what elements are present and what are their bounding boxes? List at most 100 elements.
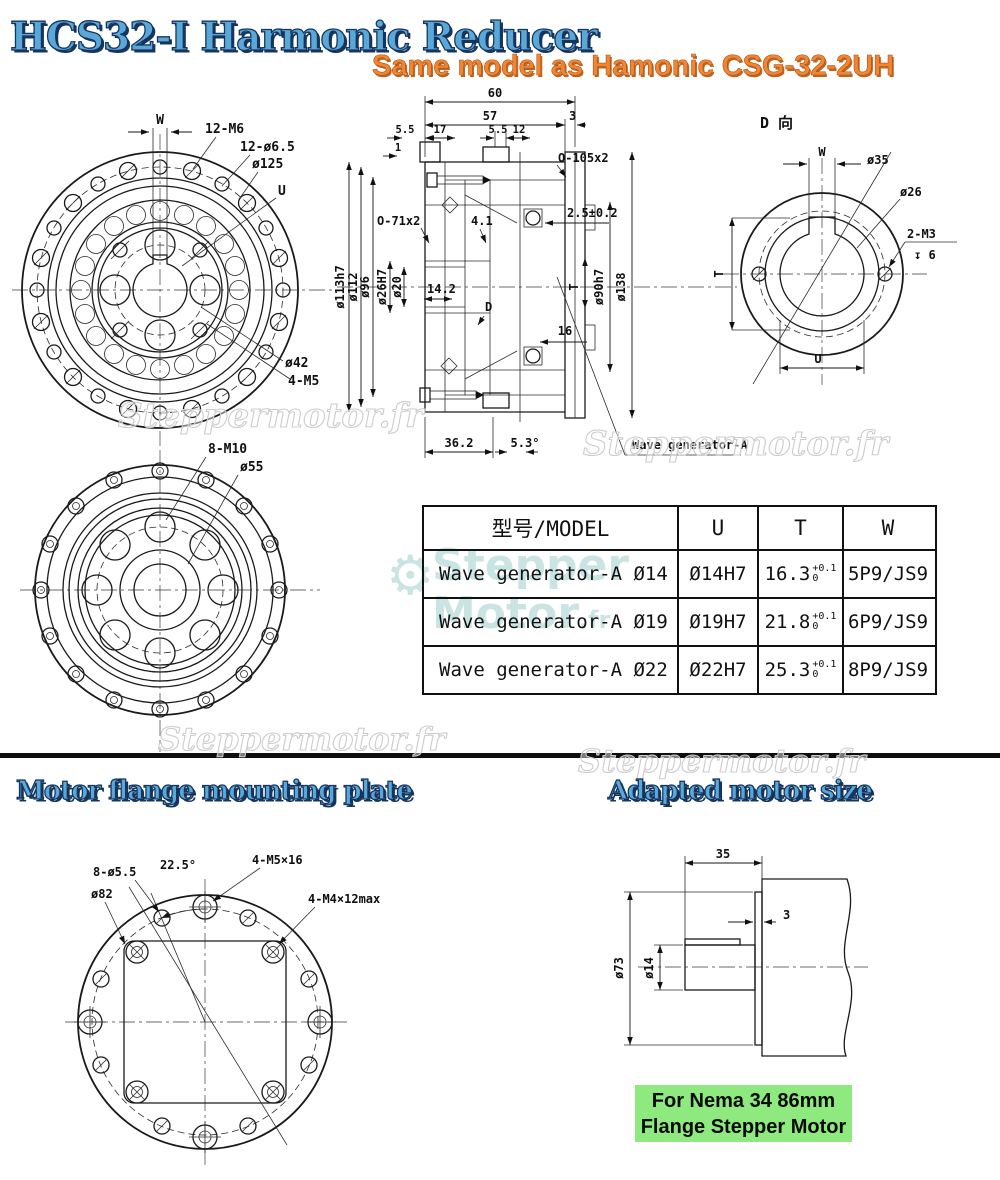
wave-generator-label: Wave generator-A (632, 438, 748, 452)
front-view-dimensions: W 12-M6 12-ø6.5 ø125 U ø42 4-M5 (128, 113, 319, 389)
note-line2: Flange Stepper Motor (640, 1115, 847, 1138)
motor-body (684, 878, 853, 1057)
dim-5.5a: 5.5 (396, 124, 415, 136)
d-view-title: D 向 (760, 114, 793, 132)
t-tolerance: +0.1 0 (812, 660, 836, 680)
dim-t-label: T (567, 283, 581, 290)
t-tol-lower: 0 (812, 621, 819, 632)
header-model: 型号/MODEL (491, 517, 610, 541)
header-t: T (757, 507, 842, 549)
dim-4m5x16-label: 4-M5×16 (252, 853, 303, 867)
dim-d125-label: ø125 (252, 157, 283, 172)
watermark-gear-icon: ⚙ (386, 544, 435, 607)
table-header-row: 型号/MODEL U T W (424, 507, 935, 549)
dim-d-label: D (485, 300, 492, 314)
dim-36.2: 36.2 (445, 436, 474, 450)
dim-5.3: 5.3° (511, 436, 540, 450)
output-view-drawing: 8-M10 ø55 (20, 442, 320, 752)
section-bolts (419, 172, 491, 403)
cell-u: Ø14H7 (677, 551, 757, 597)
hub-holes (99, 229, 221, 351)
table-row: Wave generator-A Ø14 Ø14H7 16.3 +0.1 0 5… (424, 549, 935, 597)
t-value: 25.3 (764, 659, 811, 681)
watermark-brand-line1: Stepper (432, 540, 630, 591)
bolt-hole-slashes (33, 163, 287, 417)
dim-14.2: 14.2 (427, 282, 456, 296)
dim-d35-label: ø35 (867, 153, 889, 167)
watermark-brand-line2: Motor.fr (432, 588, 610, 639)
dim-o71: O-71x2 (377, 214, 420, 228)
flange-centerlines (65, 879, 347, 1167)
dim-8m10-label: 8-M10 (208, 442, 247, 457)
dim-60: 60 (488, 86, 502, 100)
t-tol-upper: +0.1 (812, 563, 837, 574)
t-value: 16.3 (764, 563, 811, 585)
dim-u-label: U (814, 352, 821, 366)
t-tol-lower: 0 (812, 669, 819, 680)
cell-w: 8P9/JS9 (842, 647, 932, 693)
flange-section-title: Motor flange mounting plate (15, 775, 413, 806)
dim-8d55-label: 8-ø5.5 (93, 865, 136, 879)
dim-d113h7: ø113h7 (333, 265, 347, 308)
d-view-dimensions: W ø35 ø26 2-M3 ↧ 6 T U (712, 145, 957, 374)
dim-d20: ø20 (390, 276, 404, 298)
t-value: 21.8 (764, 611, 811, 633)
dim-4m4x12-label: 4-M4×12max (308, 892, 380, 906)
table-row: Wave generator-A Ø19 Ø19H7 21.8 +0.1 0 6… (424, 597, 935, 645)
dim-35-label: 35 (716, 847, 730, 861)
cell-t: 25.3 +0.1 0 (757, 647, 842, 693)
dim-12m6-label: 12-M6 (205, 122, 244, 137)
dim-d112: ø112 (346, 273, 360, 302)
d-view-drawing: D 向 W ø35 ø26 2-M3 ↧ 6 (712, 114, 957, 385)
dim-3-label: 3 (783, 908, 790, 922)
dim-w-label: W (156, 113, 164, 128)
page-subtitle: Same model as Hamonic CSG-32-2UH (372, 50, 895, 83)
cell-model: Wave generator-A Ø19 (439, 611, 668, 633)
watermark-text: Steppermotor.fr (157, 719, 446, 758)
motor-compatibility-note: For Nema 34 86mm Flange Stepper Motor (635, 1085, 852, 1142)
section-body (419, 141, 596, 422)
dim-w-label: W (818, 145, 826, 159)
front-view-centerlines (12, 134, 332, 446)
dim-angle-label: 22.5° (160, 858, 196, 872)
note-line1: For Nema 34 86mm (651, 1089, 836, 1112)
t-tolerance: +0.1 0 (812, 564, 836, 584)
dim-d42-label: ø42 (285, 356, 308, 371)
section-view-drawing: 60 57 3 5.5 17 5.5 12 1 O-105x2 2.5±0.2 … (333, 86, 748, 458)
dim-d26h7: ø26H7 (375, 269, 389, 305)
model-spec-table: 型号/MODEL U T W Wave generator-A Ø14 Ø14H… (422, 505, 937, 695)
dim-12: 12 (513, 124, 526, 136)
section-divider (0, 753, 1000, 758)
page-title: HCS32-I Harmonic Reducer (9, 13, 598, 60)
t-tol-upper: +0.1 (812, 611, 837, 622)
flange-view-drawing: 8-ø5.5 22.5° ø82 4-M5×16 4-M4×12max (65, 853, 380, 1167)
dim-17: 17 (434, 124, 447, 136)
cell-model: Wave generator-A Ø22 (439, 659, 668, 681)
dim-2.5: 2.5±0.2 (567, 206, 618, 220)
dim-3: 3 (569, 109, 576, 123)
dim-1: 1 (395, 142, 401, 154)
header-u: U (677, 507, 757, 549)
section-bearings (440, 196, 543, 375)
front-view-drawing: W 12-M6 12-ø6.5 ø125 U ø42 4-M5 (12, 113, 332, 446)
cell-model: Wave generator-A Ø14 (439, 563, 668, 585)
watermark-motor-text: Motor (432, 588, 579, 639)
cell-u: Ø19H7 (677, 599, 757, 645)
dim-d90h7: ø90h7 (592, 269, 606, 305)
d-view-circles (740, 151, 904, 385)
output-screws (32, 462, 288, 718)
dim-5.5b: 5.5 (489, 124, 508, 136)
table-row: Wave generator-A Ø22 Ø22H7 25.3 +0.1 0 8… (424, 645, 935, 693)
dim-4m5-label: 4-M5 (288, 374, 319, 389)
dim-12d65-label: 12-ø6.5 (240, 140, 295, 155)
output-view-centerlines (20, 450, 320, 752)
t-tol-upper: +0.1 (812, 659, 837, 670)
dim-16: 16 (558, 324, 572, 338)
cell-u: Ø22H7 (677, 647, 757, 693)
dim-d73-label: ø73 (612, 957, 626, 979)
dim-depth-label: ↧ 6 (914, 248, 936, 262)
dim-t-label: T (712, 270, 726, 277)
cell-t: 21.8 +0.1 0 (757, 599, 842, 645)
dim-d138: ø138 (614, 273, 628, 302)
